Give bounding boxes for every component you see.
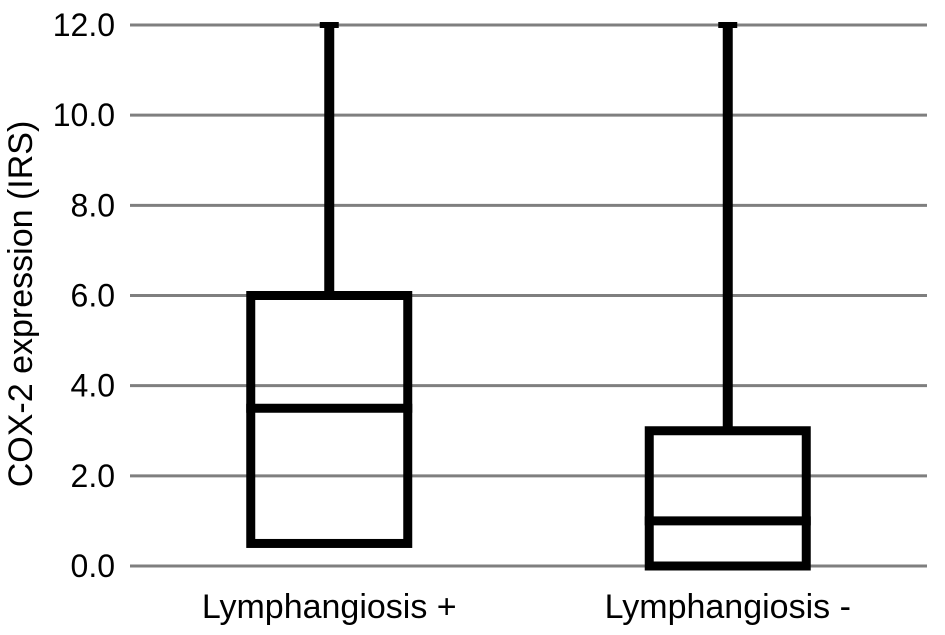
y-tick-label: 4.0 <box>71 368 115 404</box>
x-category-label: Lymphangiosis - <box>605 588 851 626</box>
y-tick-label: 0.0 <box>71 548 115 584</box>
y-tick-label: 6.0 <box>71 278 115 314</box>
y-axis-title: COX-2 expression (IRS) <box>2 121 40 488</box>
y-tick-label: 12.0 <box>53 7 115 43</box>
x-category-label: Lymphangiosis + <box>202 588 457 626</box>
y-tick-label: 10.0 <box>53 97 115 133</box>
y-tick-label: 8.0 <box>71 187 115 223</box>
box-iqr <box>246 291 413 548</box>
y-tick-label: 2.0 <box>71 458 115 494</box>
upper-whisker-cap <box>718 22 738 29</box>
box-iqr <box>644 426 811 571</box>
upper-whisker-cap <box>319 22 339 29</box>
